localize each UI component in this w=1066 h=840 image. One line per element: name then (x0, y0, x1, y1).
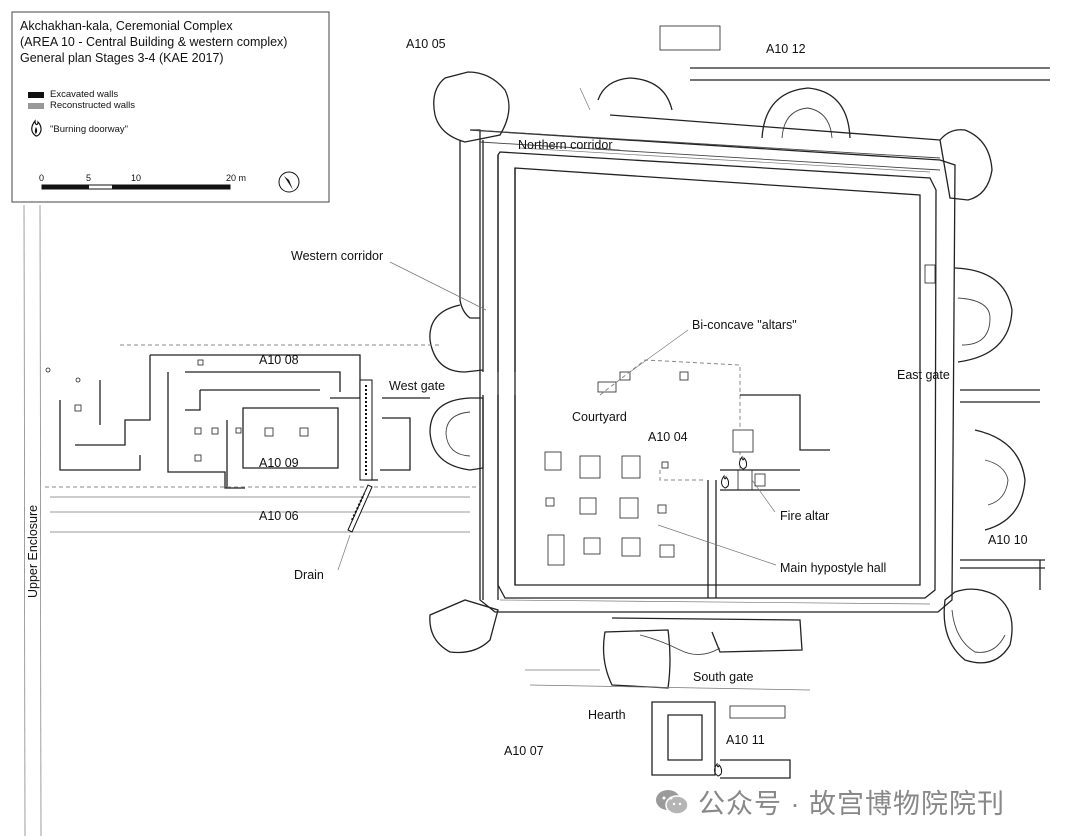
legend-reconstructed-label: Reconstructed walls (50, 100, 136, 111)
bastions (429, 77, 1013, 471)
label-main-hall: Main hypostyle hall (780, 561, 887, 575)
scale-bar (41, 184, 231, 190)
label-a1004: A10 04 (648, 430, 688, 444)
burning-doorway-icon (721, 474, 730, 489)
label-courtyard: Courtyard (572, 410, 627, 424)
label-fire-altar: Fire altar (780, 509, 830, 523)
western-complex-walls (45, 344, 480, 533)
label-a1008: A10 08 (259, 353, 299, 367)
fire-altar-structure (720, 394, 830, 491)
plan-title: Akchakhan-kala, Ceremonial Complex (AREA… (20, 18, 287, 66)
label-a1005: A10 05 (406, 37, 446, 51)
label-drain: Drain (294, 568, 324, 582)
label-a1010: A10 10 (988, 533, 1028, 547)
hypostyle-pillars (544, 451, 675, 566)
drain-channel (337, 379, 373, 571)
legend-reconstructed-swatch (28, 103, 44, 109)
courtyard-features (597, 359, 741, 481)
scale-label-5: 5 (86, 173, 92, 183)
wechat-icon (656, 789, 689, 815)
label-south-gate: South gate (693, 670, 754, 684)
corner-towers (429, 71, 1013, 664)
label-hearth: Hearth (588, 708, 626, 722)
legend-excavated-label: Excavated walls (50, 89, 119, 100)
label-upper-enclosure: Upper Enclosure (26, 504, 40, 598)
east-structures (924, 264, 1045, 590)
legend-burning-label: "Burning doorway" (50, 124, 129, 135)
title-line-2: (AREA 10 - Central Building & western co… (20, 35, 288, 49)
label-northern-corridor: Northern corridor (518, 138, 613, 152)
upper-enclosure-walls (23, 204, 42, 837)
scale-label-20: 20 m (226, 173, 247, 183)
label-a1009: A10 09 (259, 456, 299, 470)
title-box (11, 11, 330, 203)
label-west-gate: West gate (389, 379, 446, 393)
leader-lines (389, 147, 777, 566)
central-building-walls (459, 129, 956, 613)
label-a1007: A10 07 (504, 744, 544, 758)
northern-annexe (579, 25, 1050, 141)
south-gate-walls (525, 617, 811, 779)
scale-label-0: 0 (39, 173, 45, 183)
title-line-3: General plan Stages 3-4 (KAE 2017) (20, 51, 224, 65)
label-a1011: A10 11 (726, 733, 765, 747)
label-a1006: A10 06 (259, 509, 299, 523)
title-line-1: Akchakhan-kala, Ceremonial Complex (20, 19, 233, 33)
scale-label-10: 10 (131, 173, 142, 183)
burning-doorway-icon (739, 455, 748, 470)
label-east-gate: East gate (897, 368, 950, 382)
label-western-corridor: Western corridor (291, 249, 384, 263)
watermark-text: 公众号 · 故宫博物院院刊 (698, 789, 1005, 819)
north-arrow-icon (278, 171, 300, 193)
label-a1012: A10 12 (766, 42, 806, 56)
legend-excavated-swatch (28, 92, 44, 98)
label-altars: Bi-concave "altars" (692, 318, 797, 332)
watermark: 公众号 · 故宫博物院院刊 (654, 782, 1005, 821)
burning-doorway-icon (31, 119, 42, 137)
